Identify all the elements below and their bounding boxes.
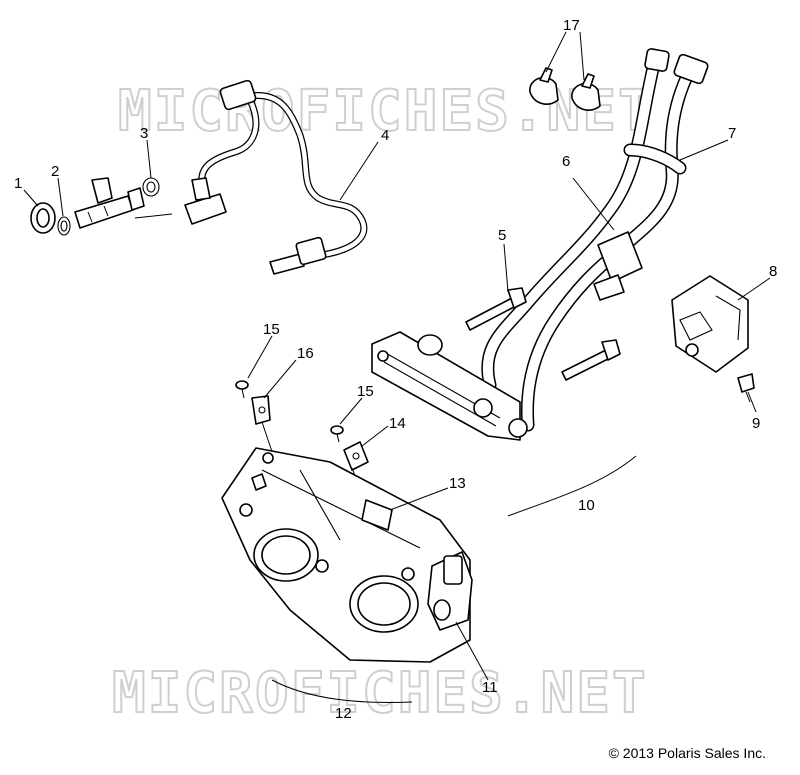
sensor-module-part-8 [671, 275, 749, 373]
throttle-sensor-part-11 [427, 551, 473, 631]
hose-fitting [644, 48, 670, 72]
bolt-part-5 [465, 287, 527, 331]
callout-17: 17 [563, 17, 580, 34]
throttle-body-part-12 [221, 447, 471, 663]
callout-6: 6 [562, 153, 570, 170]
callout-10: 10 [578, 497, 595, 514]
screw-part-15a [235, 380, 249, 399]
callout-4: 4 [381, 127, 389, 144]
callout-7: 7 [728, 125, 736, 142]
copyright-notice: © 2013 Polaris Sales Inc. [608, 745, 766, 761]
callout-2: 2 [51, 163, 59, 180]
callout-15-lower: 15 [357, 383, 374, 400]
fuel-rail-part-10 [371, 331, 528, 441]
screw-part-9 [737, 373, 755, 403]
screw-part-15b [330, 425, 344, 443]
callout-16: 16 [297, 345, 314, 362]
callout-11: 11 [482, 679, 498, 696]
callout-14: 14 [389, 415, 406, 432]
fuel-hose-part-6 [481, 53, 662, 392]
callout-1: 1 [14, 175, 22, 192]
washer-part-3 [142, 177, 160, 197]
watermark-top: MICROFICHES.NET [118, 79, 654, 144]
callout-12: 12 [335, 705, 352, 722]
washer-part-2 [57, 216, 71, 236]
callout-5: 5 [498, 227, 506, 244]
wire-harness-part-4 [184, 79, 368, 275]
callout-13: 13 [449, 475, 466, 492]
seal-ring-part-1 [30, 202, 56, 234]
fuel-injector [74, 177, 145, 229]
callout-3: 3 [140, 125, 148, 142]
hose-fitting [673, 53, 709, 85]
rail-bolt [561, 339, 621, 381]
assembly-arrow-line [134, 213, 173, 219]
callout-8: 8 [769, 263, 777, 280]
callout-9: 9 [752, 415, 760, 432]
watermark-bottom: MICROFICHES.NET [112, 661, 648, 726]
callout-15-upper: 15 [263, 321, 280, 338]
callout-leaders [23, 31, 771, 703]
hose-clamps-part-17 [529, 67, 601, 111]
fuel-filter [593, 231, 643, 301]
